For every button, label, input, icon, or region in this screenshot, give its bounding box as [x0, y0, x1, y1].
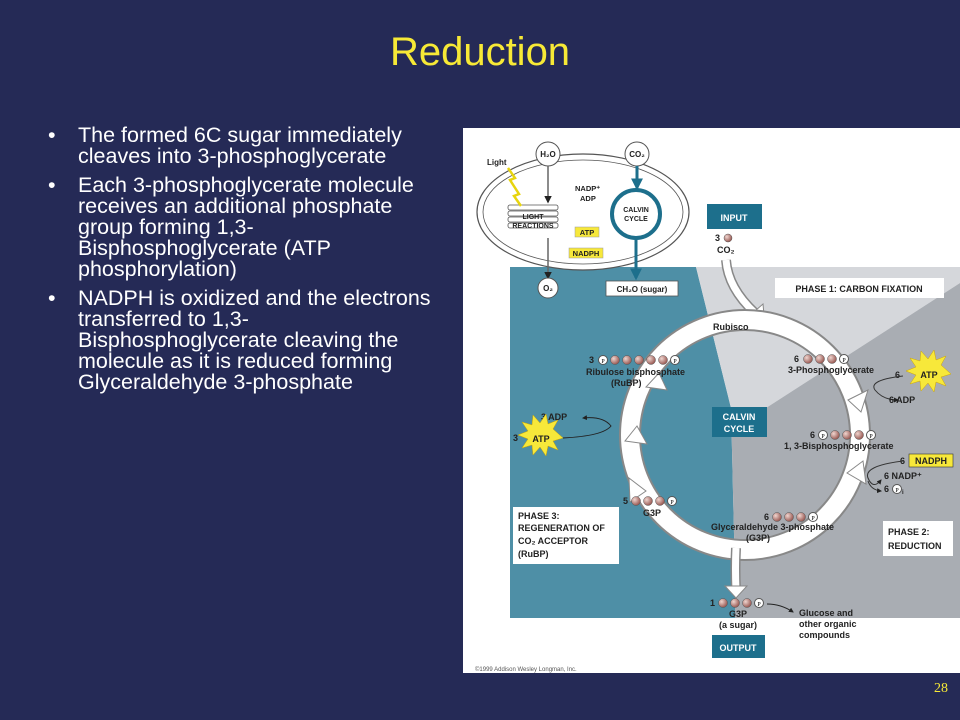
rubp-label: Ribulose bisphosphate	[586, 367, 685, 377]
copyright: ©1999 Addison Wesley Longman, Inc.	[475, 666, 577, 673]
nadp-out-label: 6 NADP⁺	[884, 471, 922, 481]
calvin-cycle-mini	[610, 188, 662, 240]
output-products: compounds	[799, 630, 850, 640]
atp-label: ATP	[580, 228, 594, 237]
svg-text:P: P	[673, 359, 677, 365]
phase2-label: PHASE 2:	[888, 527, 930, 537]
rubp-count: 3	[589, 355, 594, 365]
g3p5-label: G3P	[643, 508, 661, 518]
o2-label: O₂	[543, 284, 553, 293]
pga-label: 3-Phosphoglycerate	[788, 365, 874, 375]
input-co2: CO₂	[717, 245, 735, 255]
g3p5-molecule: 5 P G3P	[623, 496, 677, 518]
nadph-label: NADPH	[573, 249, 600, 258]
output-g3p-label: (a sugar)	[719, 620, 757, 630]
svg-text:P: P	[821, 434, 825, 440]
output-products: other organic	[799, 619, 857, 629]
bpg-label: 1, 3-Bisphosphoglycerate	[784, 441, 894, 451]
adp3-label: 3 ADP	[541, 412, 567, 422]
chloroplast: LIGHT REACTIONS CALVIN CYCLE H₂O CO₂ Lig…	[476, 141, 690, 299]
phase3-label-box	[513, 507, 619, 564]
g3p-molecule: 6 P Glyceraldehyde 3-phosphate (G3P)	[711, 512, 834, 543]
phase1-region	[696, 267, 960, 408]
rubp-molecule: 3 P P Ribulose bisphosphate (RuBP)	[586, 355, 685, 388]
svg-text:P: P	[842, 358, 846, 364]
phase3-label: (RuBP)	[518, 549, 549, 559]
phase2-label-box	[883, 521, 953, 556]
output-count: 1	[710, 598, 715, 608]
phase2-label: REDUCTION	[888, 541, 942, 551]
pi-subscript: i	[902, 490, 904, 496]
phase3-label: REGENERATION OF	[518, 523, 605, 533]
ch2o-label: CH₂O (sugar)	[617, 285, 668, 294]
bpg-count: 6	[810, 430, 815, 440]
calvin-cycle-center-label: CALVIN	[723, 412, 756, 422]
thylakoid-stack	[507, 204, 559, 229]
nadph-label: NADPH	[915, 456, 947, 466]
calvin-cycle-center	[712, 407, 767, 437]
light-bolt	[506, 167, 523, 207]
adp-out-label: 6 ADP	[889, 395, 915, 405]
atp-label: ATP	[920, 370, 937, 380]
atp-badge	[574, 226, 600, 238]
input-count: 3	[715, 233, 720, 243]
light-reactions-label: REACTIONS	[512, 223, 554, 230]
g3p-count: 6	[764, 512, 769, 522]
g3p-label: Glyceraldehyde 3-phosphate	[711, 522, 834, 532]
calvin-cycle-center-label: CYCLE	[724, 424, 755, 434]
phase1-label: PHASE 1: CARBON FIXATION	[795, 284, 922, 294]
bullet-item: NADPH is oxidized and the electrons tran…	[48, 287, 433, 393]
phase3-label: CO₂ ACCEPTOR	[518, 536, 589, 546]
slide-title: Reduction	[389, 30, 571, 74]
calvin-cycle-mini-label: CALVIN	[623, 207, 649, 214]
atp-in-count: 6	[895, 370, 900, 380]
bullet-item: Each 3-phosphoglycerate molecule receive…	[48, 174, 433, 280]
svg-text:P: P	[895, 488, 899, 494]
rubisco-label: Rubisco	[713, 322, 749, 332]
atp3-count: 3	[513, 433, 518, 443]
svg-text:P: P	[601, 359, 605, 365]
output-products: Glucose and	[799, 608, 853, 618]
output-box	[712, 635, 765, 658]
light-label: Light	[487, 158, 507, 167]
nadph-badge	[908, 453, 954, 468]
g3p-label: (G3P)	[746, 533, 770, 543]
bullet-item: The formed 6C sugar immediately cleaves …	[48, 124, 433, 167]
light-reactions-label: LIGHT	[523, 214, 545, 221]
calvin-cycle-diagram: LIGHT REACTIONS CALVIN CYCLE H₂O CO₂ Lig…	[463, 128, 960, 673]
input-label: INPUT	[721, 213, 749, 223]
svg-text:P: P	[670, 500, 674, 506]
calvin-cycle-mini-label: CYCLE	[624, 216, 648, 223]
pga-molecule: 6 P 3-Phosphoglycerate	[788, 354, 874, 375]
h2o-label: H₂O	[540, 150, 556, 159]
adp-label: ADP	[580, 194, 596, 203]
atp-star	[905, 349, 952, 393]
input-box: INPUT 3 CO₂	[707, 204, 762, 255]
output-g3p: 1 P G3P (a sugar)	[710, 598, 764, 630]
svg-text:P: P	[811, 516, 815, 522]
atp-star	[517, 413, 564, 457]
bpg-molecule: 6 P P 1, 3-Bisphosphoglycerate	[784, 430, 894, 451]
rubp-label: (RuBP)	[611, 378, 642, 388]
pi-out-count: 6	[884, 484, 889, 494]
output-label: OUTPUT	[720, 643, 758, 653]
g3p5-count: 5	[623, 496, 628, 506]
svg-text:P: P	[869, 434, 873, 440]
svg-text:P: P	[757, 602, 761, 608]
phase3-label: PHASE 3:	[518, 511, 560, 521]
pga-count: 6	[794, 354, 799, 364]
atp-label: ATP	[532, 434, 549, 444]
output-g3p-label: G3P	[729, 609, 747, 619]
co2-label: CO₂	[629, 150, 645, 159]
bullet-list: The formed 6C sugar immediately cleaves …	[48, 124, 433, 401]
nadp-label: NADP⁺	[575, 184, 600, 193]
nadph-badge	[568, 247, 604, 259]
page-number: 28	[934, 681, 948, 696]
